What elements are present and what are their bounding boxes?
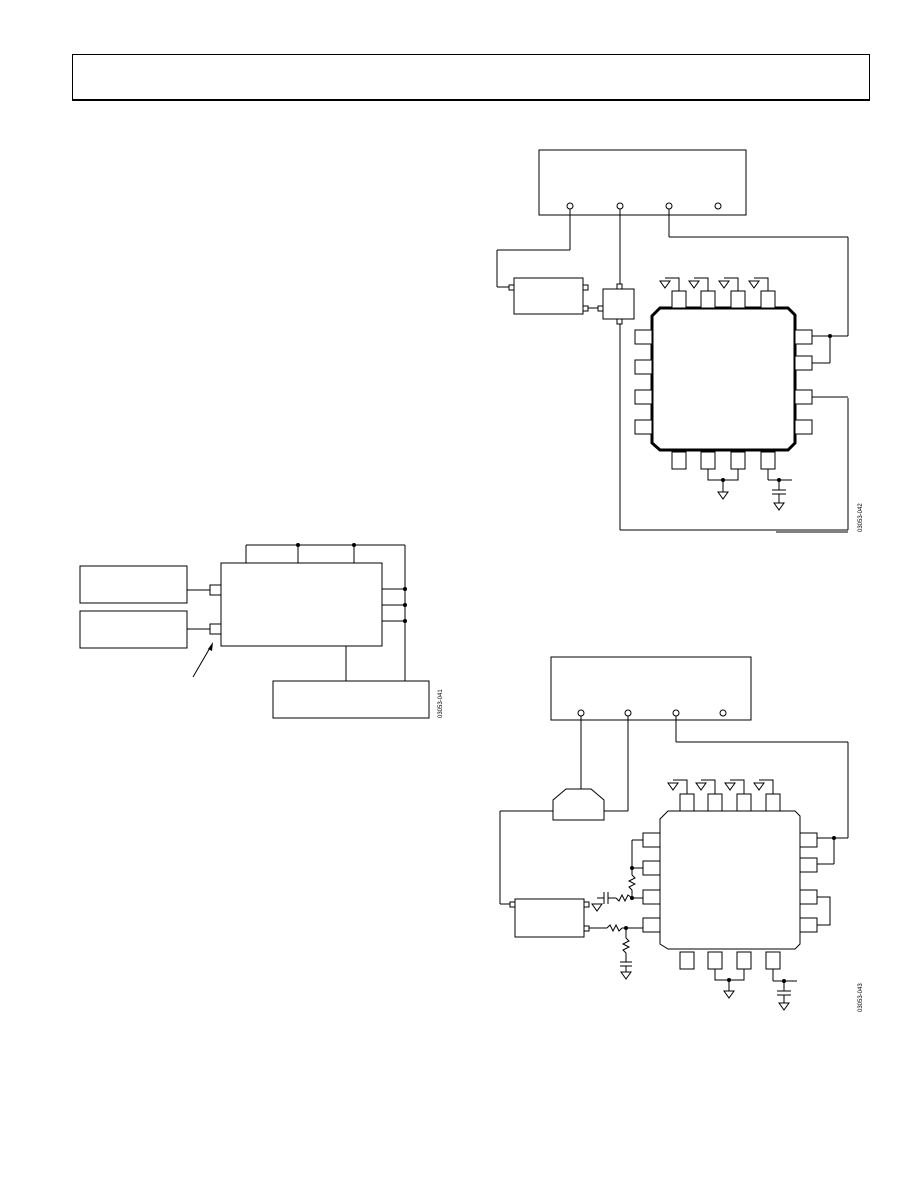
fig1-source-box-1 — [79, 565, 188, 604]
fig3-id-label: 03053-043 — [858, 983, 864, 1012]
fig1-id-label: 03053-041 — [438, 689, 444, 718]
figure-2-diagram: 03053-042 — [496, 149, 864, 533]
fig3-generator-box — [514, 898, 585, 938]
fig2-splitter-box — [602, 288, 635, 320]
fig2-instrument-box — [538, 149, 747, 216]
fig3-instrument-box — [550, 656, 752, 721]
fig1-connector-2 — [209, 623, 222, 635]
figure-3-diagram: 03053-043 — [499, 656, 864, 1012]
fig3-combiner — [552, 788, 605, 821]
fig1-source-box-2 — [79, 610, 188, 649]
figure-1-diagram: 03053-041 — [79, 543, 444, 719]
fig2-id-label: 03053-042 — [858, 503, 864, 532]
page-header-frame — [72, 54, 870, 101]
fig3-ic-chip — [659, 810, 801, 950]
fig1-pointer-arrow — [208, 642, 213, 651]
fig1-connector-1 — [209, 584, 222, 596]
fig2-generator-box — [513, 277, 584, 315]
fig1-bottom-box — [272, 680, 430, 719]
fig1-main-unit — [220, 562, 383, 647]
fig2-ic-chip — [650, 306, 797, 452]
